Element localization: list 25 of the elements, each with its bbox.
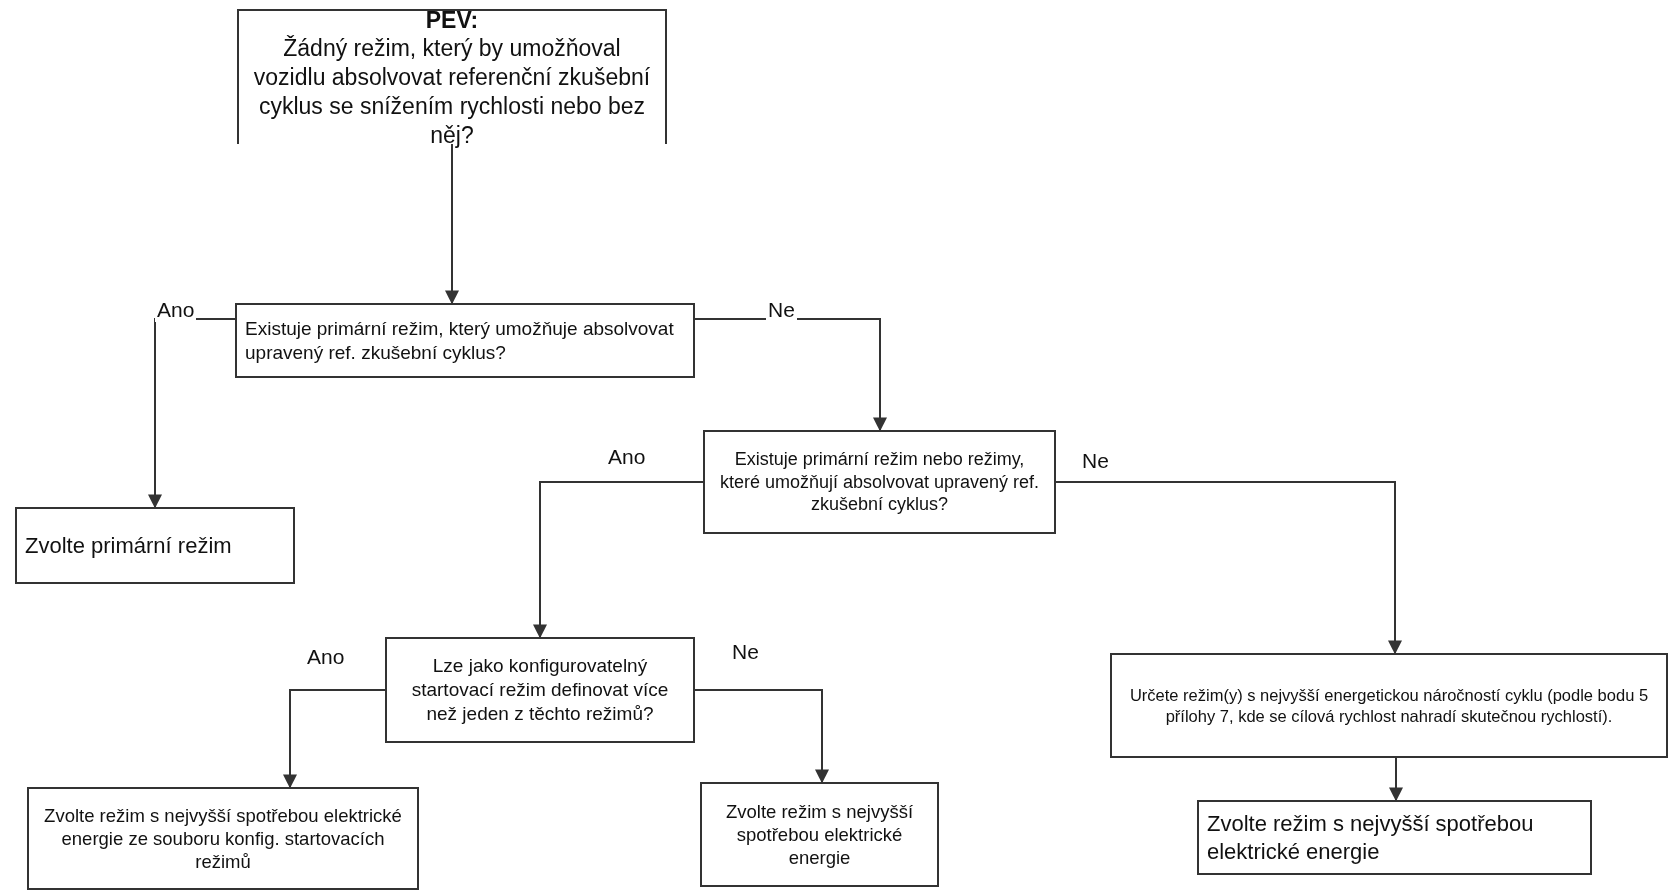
- process-box: [1197, 800, 1592, 875]
- arrow: [694, 689, 829, 784]
- box-text: Zvolte režim s nejvyšší spotřebou elektrické energie: [1207, 810, 1535, 865]
- box-text: Existuje primární režim, který umožňuje absolvovat upravený ref. zkušební cyklus?: [245, 316, 675, 365]
- arrow: [445, 143, 459, 305]
- process-box: [700, 782, 939, 887]
- box-text: Zvolte režim s nejvyšší spotřebou elektrické energie: [724, 799, 915, 870]
- process-box: [235, 303, 695, 378]
- process-box: [703, 430, 1056, 534]
- process-box: [385, 637, 695, 743]
- heading-text: PEV:: [425, 5, 479, 35]
- arrow: [1389, 757, 1403, 802]
- box-text: Zvolte primární režim: [25, 531, 232, 560]
- box-text: Určete režim(y) s nejvyšší energetickou náročností cyklu (podle bodu 5 přílohy 7, kde se cílová rychlost nahradí skutečnou rychlostí).: [1128, 684, 1650, 727]
- box-text: Lze jako konfigurovatelný startovací režim definovat více než jeden z těchto režimů?: [410, 654, 670, 726]
- arrow: [694, 318, 887, 432]
- process-box: [15, 507, 295, 584]
- box-text: Žádný režim, který by umožňoval vozidlu absolvovat referenční zkušební cyklus se snížením rychlosti nebo bez něj?: [252, 34, 652, 150]
- arrow: [533, 481, 704, 639]
- box-text: Zvolte režim s nejvyšší spotřebou elektrické energie ze souboru konfig. startovacích režimů: [43, 803, 403, 874]
- arrow: [1055, 481, 1402, 655]
- arrow: [283, 689, 386, 789]
- process-box: [27, 787, 419, 890]
- process-box: [1110, 653, 1668, 758]
- box-text: Existuje primární režim nebo režimy, které umožňují absolvovat upravený ref. zkušební cyklus?: [718, 448, 1041, 516]
